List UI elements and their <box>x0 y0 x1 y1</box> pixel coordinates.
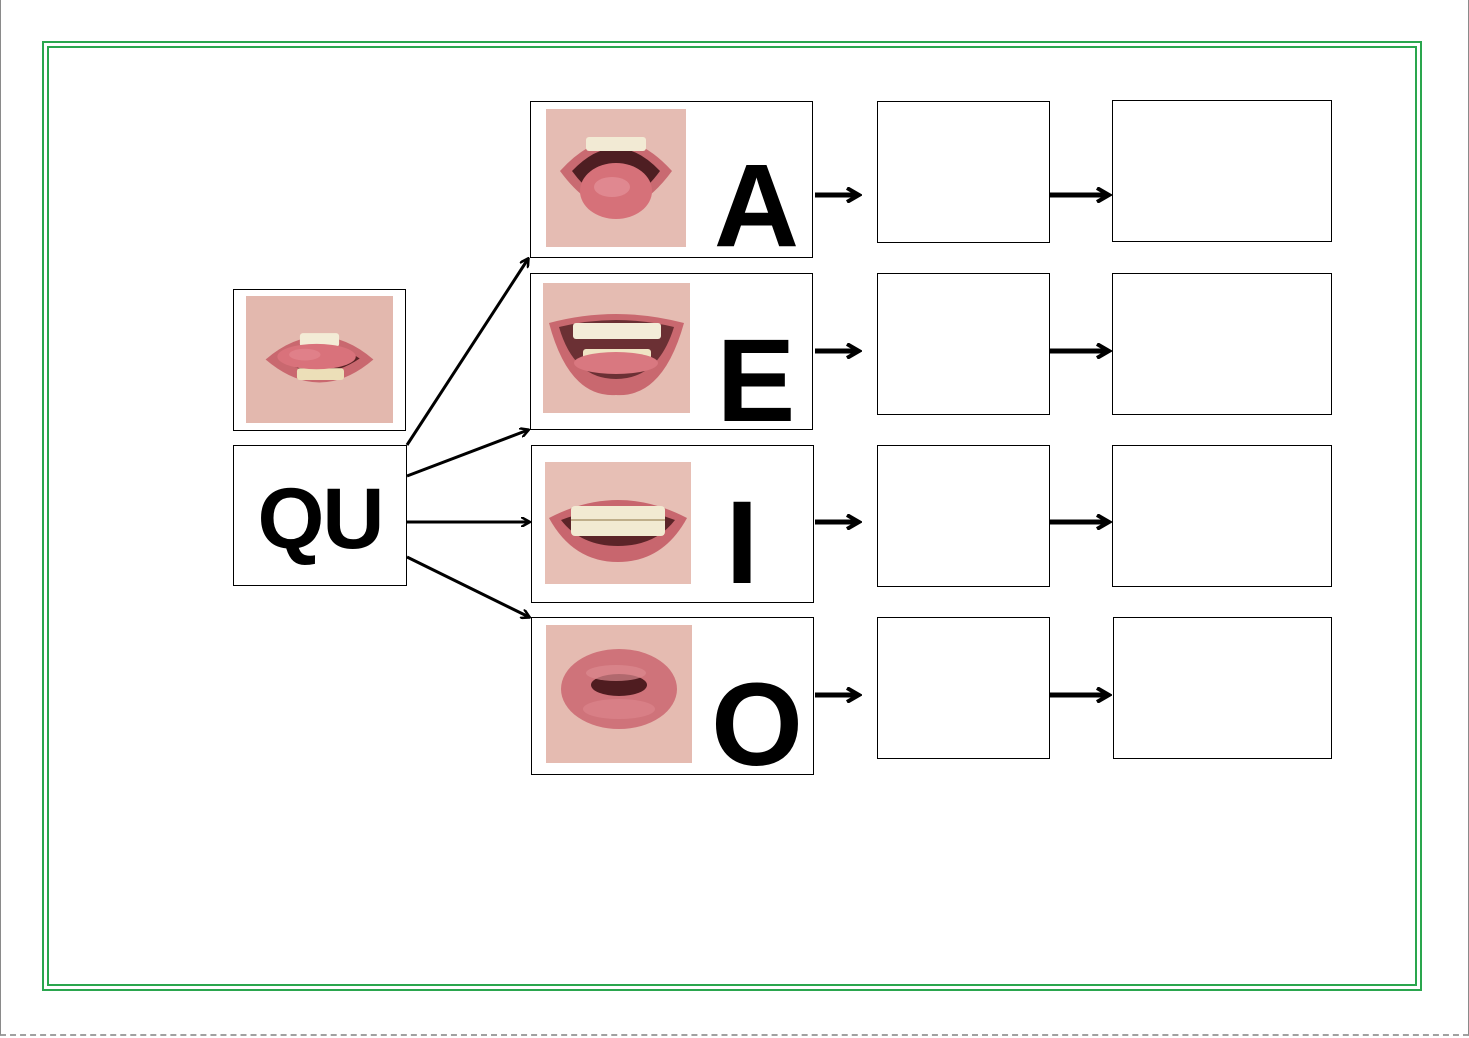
answer-box-a-2 <box>1112 100 1332 242</box>
answer-box-a-1 <box>877 101 1050 243</box>
vowel-box-a: A <box>530 101 813 265</box>
vowel-e-letter: E <box>716 315 796 447</box>
decorative-frame-inner <box>47 46 1417 986</box>
vowel-box-e: E <box>530 273 813 440</box>
qu-label: QU <box>257 471 385 567</box>
answer-box-o-1 <box>877 617 1050 759</box>
vowel-a-letter: A <box>713 140 800 272</box>
vowel-o-letter: O <box>711 659 803 791</box>
decorative-frame-outer <box>42 41 1422 991</box>
vowel-i-mouth-photo <box>545 462 691 584</box>
vowel-i-letter: I <box>725 477 759 609</box>
answer-box-e-1 <box>877 273 1050 415</box>
answer-box-i-2 <box>1112 445 1332 587</box>
answer-box-e-2 <box>1112 273 1332 415</box>
qu-syllable-box: QU <box>233 445 407 586</box>
vowel-a-mouth-photo <box>546 109 686 247</box>
answer-box-i-1 <box>877 445 1050 587</box>
answer-box-o-2 <box>1113 617 1332 759</box>
qu-mouth-picture-box <box>233 289 406 431</box>
vowel-box-i: I <box>531 445 814 603</box>
qu-mouth-photo <box>246 296 393 423</box>
vowel-box-o: O <box>531 617 814 784</box>
vowel-e-mouth-photo <box>543 283 690 413</box>
vowel-o-mouth-photo <box>546 625 692 763</box>
